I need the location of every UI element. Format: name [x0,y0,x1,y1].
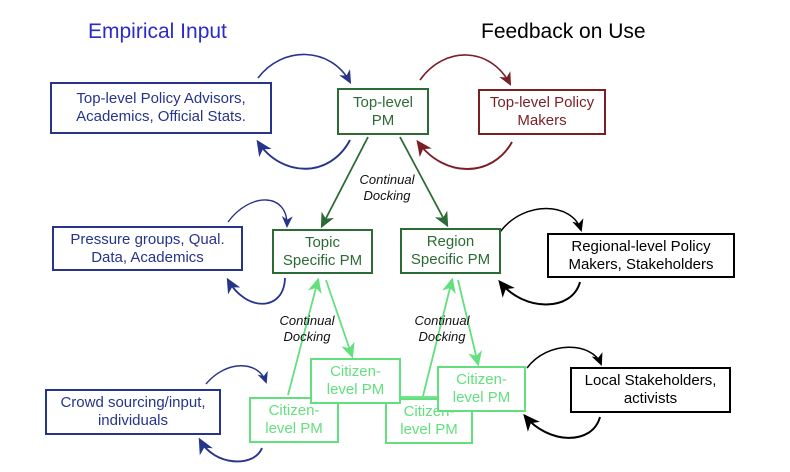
arrow-policymakers-to-toppm [416,139,513,170]
node-citizen-level-pm-4[interactable]: Citizen- level PM [437,366,526,412]
arrow-citizenpm3-to-regionpm [422,277,456,397]
arrow-pressuregroups-to-topicpm [227,199,293,228]
arrow-topicpm-to-pressuregroups [226,277,286,305]
node-crowd-sourcing[interactable]: Crowd sourcing/input, individuals [45,389,221,435]
node-topic-specific-pm[interactable]: Topic Specific PM [272,229,373,274]
arrow-localstakeholders-to-citizenpm4 [523,413,601,439]
node-citizen-level-pm-2[interactable]: Citizen- level PM [310,358,401,404]
node-citizen-level-pm-1[interactable]: Citizen- level PM [249,397,339,443]
arrow-toppm-to-topicpm [320,136,369,229]
arrow-regionpm-to-regionalstakeholders [499,207,584,233]
title-empirical-input: Empirical Input [88,20,227,43]
arrow-advisors-to-toppm [257,53,352,84]
arrow-crowdsourcing-to-citizenpm [205,365,268,385]
node-top-level-policy-makers[interactable]: Top-level Policy Makers [478,89,606,135]
arrow-toppm-to-regionpm [399,136,449,228]
label-continual-docking-top: Continual Docking [359,172,415,203]
arrow-citizenpm4-to-localstakeholders [526,346,603,369]
arrow-regionpm-to-citizenpm4 [457,279,482,367]
label-continual-docking-mid-right: Continual Docking [414,313,470,344]
label-continual-docking-mid-left: Continual Docking [279,313,335,344]
arrow-citizenpm-to-crowdsourcing [198,437,263,463]
node-regional-level-policy-makers[interactable]: Regional-level Policy Makers, Stakeholde… [547,233,735,278]
title-feedback-on-use: Feedback on Use [481,20,646,43]
arrow-topicpm-to-citizenpm2 [325,279,355,359]
arrow-regionalstakeholders-to-regionpm [498,279,581,306]
node-region-specific-pm[interactable]: Region Specific PM [400,228,501,274]
arrow-toppm-to-advisors [256,139,351,170]
arrow-toppm-to-policymakers [419,54,512,86]
arrow-citizenpm1-to-topicpm [287,277,322,396]
node-top-level-policy-advisors[interactable]: Top-level Policy Advisors, Academics, Of… [50,82,272,134]
node-pressure-groups[interactable]: Pressure groups, Qual. Data, Academics [52,226,243,271]
node-local-stakeholders[interactable]: Local Stakeholders, activists [570,367,731,413]
node-top-level-pm[interactable]: Top-level PM [337,88,429,135]
